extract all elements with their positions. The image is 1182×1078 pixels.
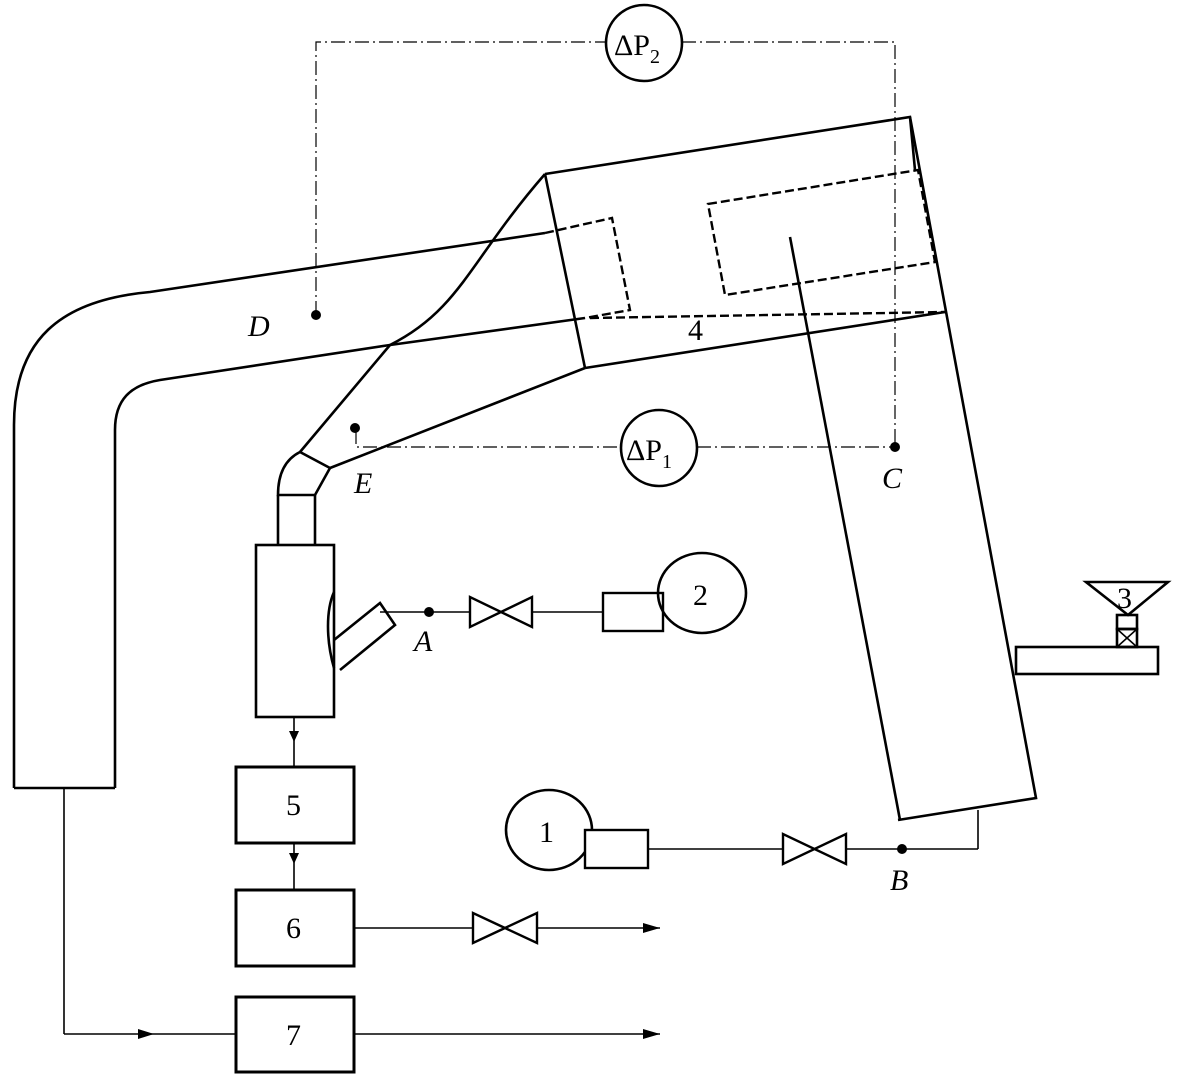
separator [254, 543, 397, 719]
point-C-label: C [882, 462, 903, 495]
pressure-lines [311, 3, 900, 488]
down-flow [63, 717, 660, 1074]
dp2-gauge-label: ΔP2 [614, 29, 660, 68]
unit-7-label: 7 [286, 1019, 301, 1052]
unit-2-label: 2 [693, 579, 708, 612]
unit-6-label: 6 [286, 912, 301, 945]
air-line-B [504, 788, 979, 872]
unit-4-label: 4 [688, 314, 703, 347]
point-D-label: D [247, 310, 270, 343]
air-line-A [380, 551, 748, 635]
reactor-4 [276, 115, 1038, 822]
return-duct [12, 231, 586, 790]
point-B-label: B [890, 864, 908, 897]
unit-5-label: 5 [286, 789, 301, 822]
point-A-label: A [412, 625, 433, 658]
unit-1-label: 1 [539, 816, 554, 849]
feeder-3 [1014, 580, 1172, 676]
unit-3-label: 3 [1117, 582, 1132, 615]
point-E-label: E [353, 467, 372, 500]
dp1-gauge-label: ΔP1 [626, 434, 672, 473]
